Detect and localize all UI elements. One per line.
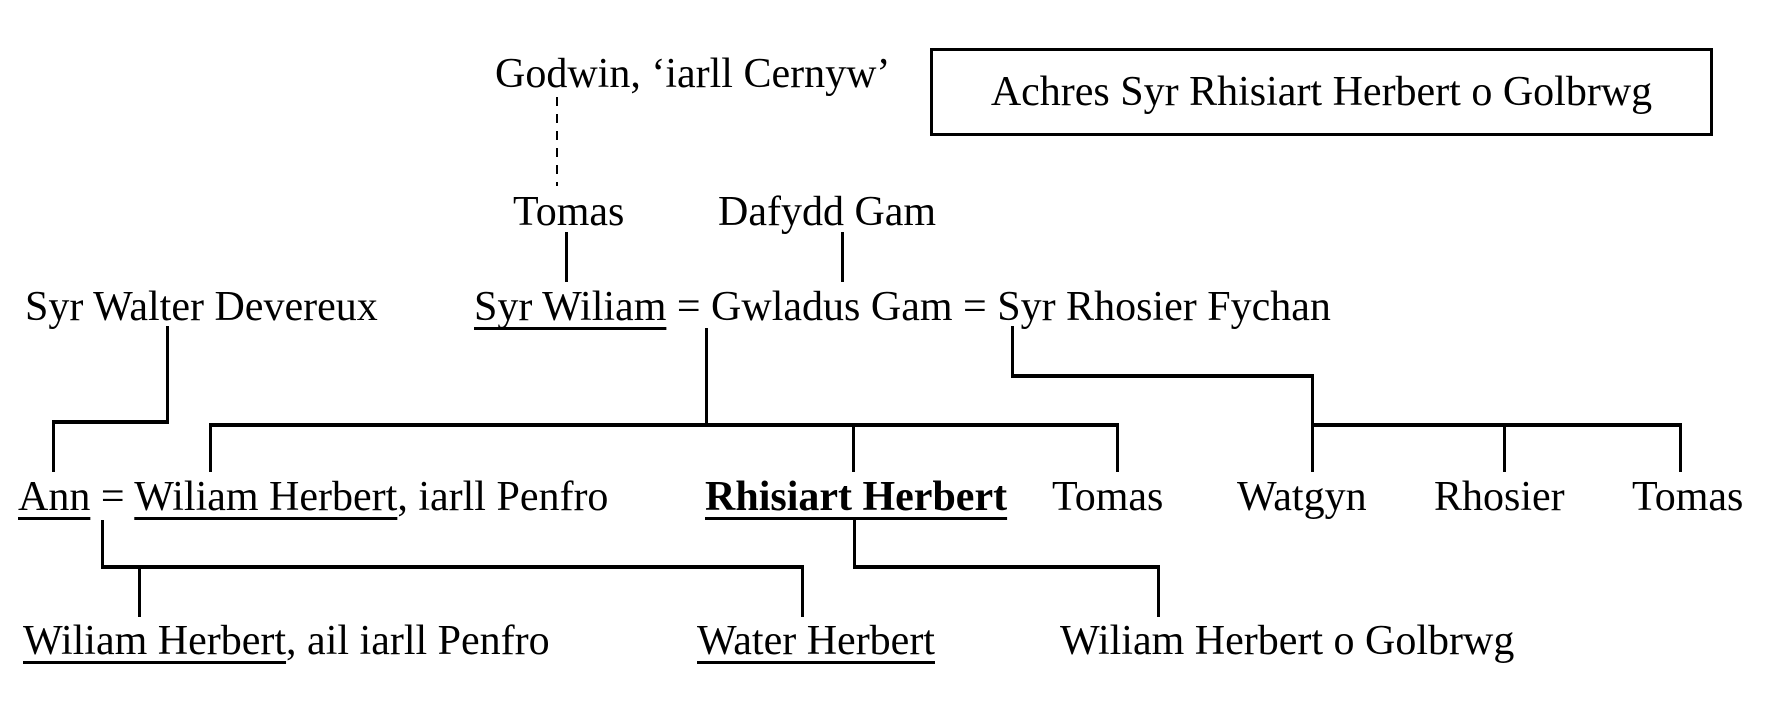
connector-rhisiart-down (853, 520, 856, 569)
connector-marriage1-down (705, 328, 708, 426)
sibling-bar-marriage1 (209, 423, 1119, 427)
drop-rhosier (1503, 423, 1506, 472)
node-dafydd-gam: Dafydd Gam (718, 189, 937, 235)
node-walter-devereux: Syr Walter Devereux (25, 284, 378, 330)
node-iarll-penfro: , iarll Penfro (397, 474, 609, 520)
drop-wiliam-2nd-earl (138, 565, 141, 617)
node-tomas-1: Tomas (513, 189, 625, 235)
sibling-bar-marriage2 (1311, 423, 1682, 427)
connector-godwin-tomas-dashed (556, 97, 558, 186)
node-syr-wiliam: Syr Wiliam (474, 284, 667, 330)
node-rhisiart-herbert: Rhisiart Herbert (705, 474, 1008, 520)
node-gwladus-rhosier: = Gwladus Gam = Syr Rhosier Fychan (666, 284, 1331, 330)
connector-devereux-ann-bar (52, 420, 169, 424)
drop-rhisiart-herbert (852, 423, 855, 472)
node-wiliam-herbert-2: Wiliam Herbert (23, 618, 287, 664)
drop-tomas-2 (1116, 423, 1119, 472)
node-water-herbert: Water Herbert (697, 618, 935, 664)
connector-marriage2-step (1011, 374, 1314, 378)
node-ail-iarll-penfro: , ail iarll Penfro (286, 618, 550, 664)
node-ann: Ann (18, 474, 91, 520)
connector-dafydd-gwladus (841, 232, 844, 282)
connector-annwiliam-down (101, 520, 104, 569)
node-godwin: Godwin, ‘iarll Cernyw’ (495, 51, 891, 97)
connector-tomas-sywiliam (565, 232, 568, 282)
drop-wiliam-golbrwg (1157, 565, 1160, 617)
drop-tomas-3 (1679, 423, 1682, 472)
node-rhosier: Rhosier (1434, 474, 1565, 520)
node-ann-marriage: Ann = Wiliam Herbert, iarll Penfro (18, 475, 608, 519)
node-tomas-3: Tomas (1632, 474, 1744, 520)
connector-devereux-down (166, 326, 169, 424)
drop-water-herbert (801, 565, 804, 617)
node-wiliam-herbert: Wiliam Herbert (134, 474, 398, 520)
sibling-bar-annwiliam (101, 565, 804, 569)
diagram-title: Achres Syr Rhisiart Herbert o Golbrwg (990, 69, 1653, 115)
node-tomas-2: Tomas (1052, 474, 1164, 520)
node-marriage-row: Syr Wiliam = Gwladus Gam = Syr Rhosier F… (474, 285, 1331, 329)
connector-marriage2-down (1011, 326, 1014, 378)
equals-sign: = (90, 474, 135, 520)
connector-ann-drop (52, 420, 55, 472)
title-box: Achres Syr Rhisiart Herbert o Golbrwg (930, 48, 1713, 136)
node-watgyn: Watgyn (1237, 474, 1367, 520)
node-wiliam-golbrwg: Wiliam Herbert o Golbrwg (1060, 618, 1515, 664)
node-wiliam-2nd-earl: Wiliam Herbert, ail iarll Penfro (23, 619, 550, 663)
drop-wiliam-herbert (209, 423, 212, 472)
connector-rhisiart-step (853, 565, 1160, 569)
